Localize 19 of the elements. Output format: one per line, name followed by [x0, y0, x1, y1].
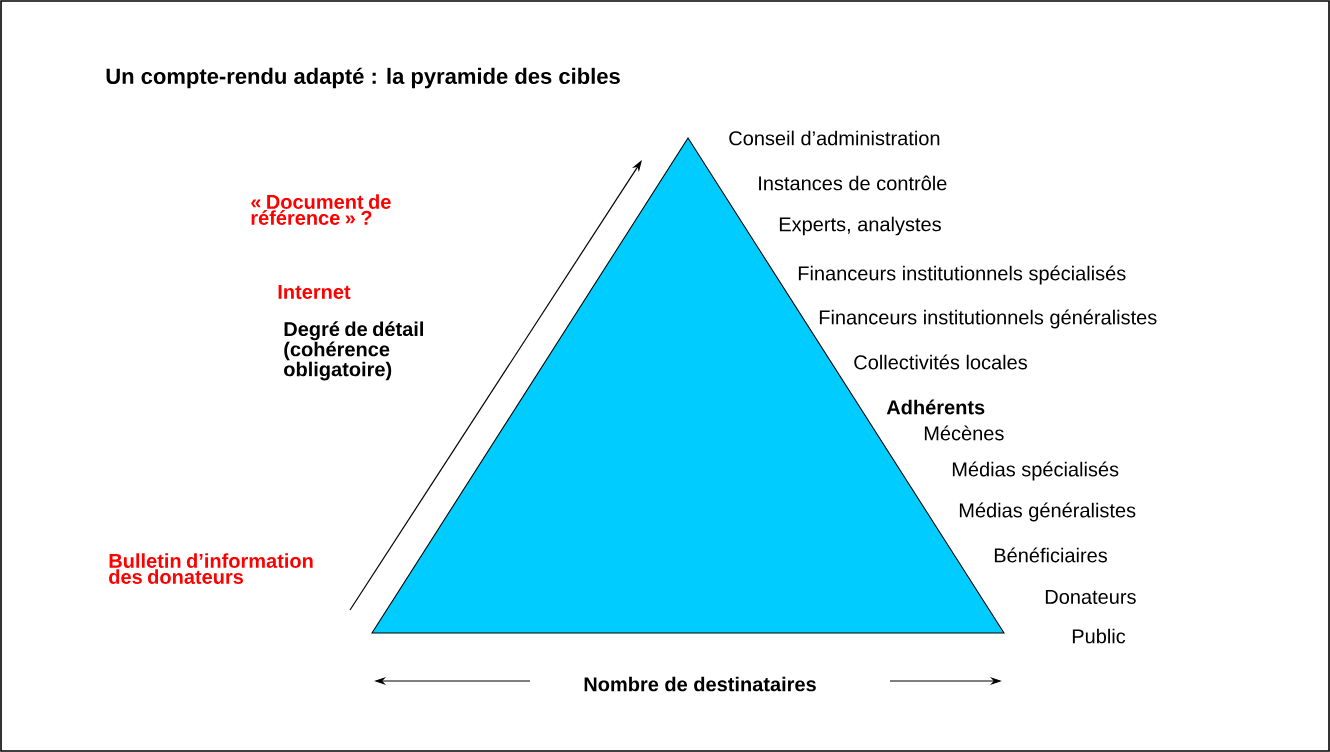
target-label: Adhérents [886, 399, 985, 415]
axis-label: Nombre de destinataires [584, 676, 816, 692]
target-label: Donateurs [1045, 590, 1136, 604]
title: Un compte-rendu adapté : la pyramide des cibles [106, 67, 620, 89]
target-label: Instances de contrôle [759, 175, 947, 191]
side-label: Bulletin d’information des donateurs [109, 553, 313, 584]
target-label: Collectivités locales [854, 354, 1027, 370]
target-label: Conseil d’administration [729, 130, 940, 146]
target-label: Financeurs institutionnels spécialisés [798, 265, 1126, 285]
target-label: Experts, analystes [779, 216, 941, 236]
target-label: Financeurs institutionnels généralistes [819, 309, 1157, 329]
target-label: Bénéficiaires [994, 547, 1107, 563]
side-label: Internet [278, 285, 351, 299]
side-label: « Document de référence » ? [251, 194, 391, 225]
target-label: Médias spécialisés [952, 461, 1119, 481]
target-label: Médias généralistes [959, 502, 1136, 522]
side-label: Degré de détail (cohérence obligatoire) [284, 321, 423, 381]
target-label: Mécènes [924, 425, 1004, 441]
target-label: Public [1072, 628, 1126, 644]
